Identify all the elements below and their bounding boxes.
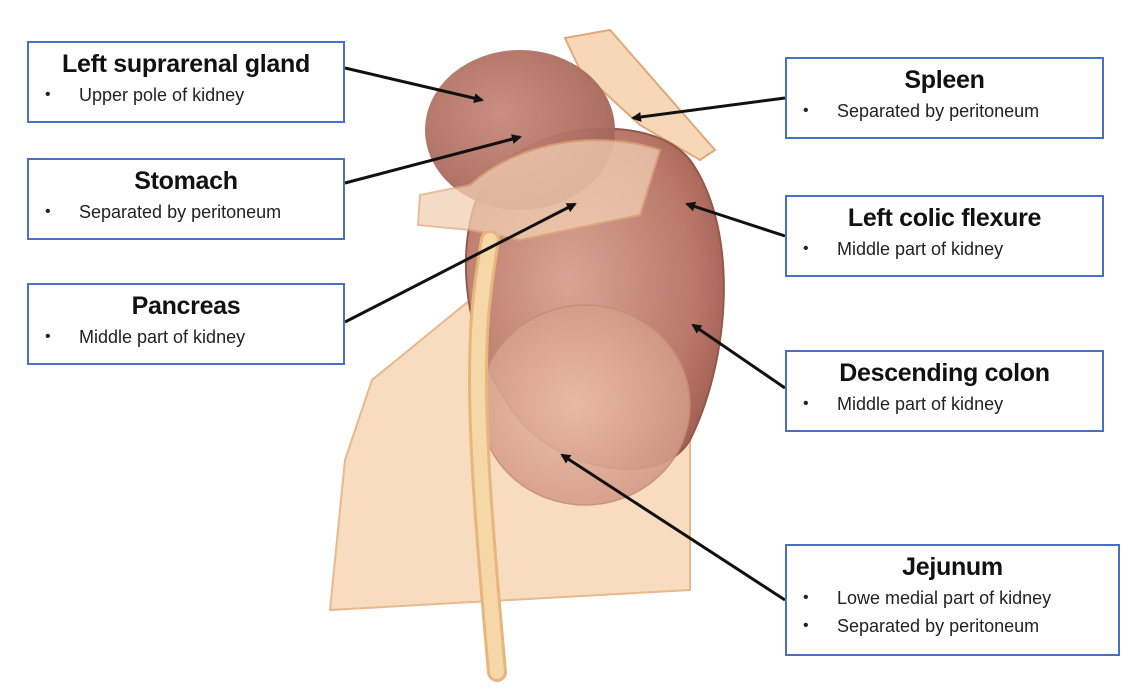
label-left-colic-flexure: Left colic flexure •Middle part of kidne… bbox=[785, 195, 1104, 277]
list-item: •Upper pole of kidney bbox=[45, 85, 245, 105]
bullet-list: •Middle part of kidney bbox=[797, 390, 1092, 418]
bullet-list: •Separated by peritoneum bbox=[797, 97, 1092, 125]
label-title: Jejunum bbox=[902, 553, 1003, 581]
list-item: •Middle part of kidney bbox=[45, 327, 246, 347]
list-item: •Separated by peritoneum bbox=[45, 202, 282, 222]
label-title: Stomach bbox=[134, 167, 238, 195]
label-title: Left suprarenal gland bbox=[62, 50, 310, 78]
arrow-spleen bbox=[631, 96, 786, 122]
label-jejunum: Jejunum •Lowe medial part of kidney •Sep… bbox=[785, 544, 1120, 656]
label-descending-colon: Descending colon •Middle part of kidney bbox=[785, 350, 1104, 432]
arrow-descending-colon bbox=[691, 323, 786, 390]
arrow-stomach bbox=[344, 134, 522, 185]
label-pancreas: Pancreas •Middle part of kidney bbox=[27, 283, 345, 365]
bullet-list: •Middle part of kidney bbox=[797, 235, 1092, 263]
list-item: •Lowe medial part of kidney bbox=[803, 588, 1052, 608]
bullet-list: •Lowe medial part of kidney •Separated b… bbox=[797, 584, 1108, 640]
arrow-suprarenal bbox=[344, 66, 484, 104]
list-item: •Separated by peritoneum bbox=[803, 616, 1040, 636]
label-left-suprarenal-gland: Left suprarenal gland •Upper pole of kid… bbox=[27, 41, 345, 123]
label-title: Pancreas bbox=[131, 292, 241, 320]
arrow-pancreas bbox=[344, 202, 577, 324]
jejunum-loop bbox=[479, 304, 691, 506]
list-item: •Separated by peritoneum bbox=[803, 101, 1040, 121]
bullet-list: •Separated by peritoneum bbox=[39, 198, 333, 226]
label-title: Spleen bbox=[904, 66, 985, 94]
bullet-list: •Upper pole of kidney bbox=[39, 81, 333, 109]
label-stomach: Stomach •Separated by peritoneum bbox=[27, 158, 345, 240]
stomach-overlay bbox=[416, 139, 662, 242]
bullet-list: •Middle part of kidney bbox=[39, 323, 333, 351]
arrow-colic-flexure bbox=[685, 201, 786, 238]
label-spleen: Spleen •Separated by peritoneum bbox=[785, 57, 1104, 139]
label-title: Left colic flexure bbox=[847, 204, 1042, 232]
list-item: •Middle part of kidney bbox=[803, 239, 1004, 259]
list-item: •Middle part of kidney bbox=[803, 394, 1004, 414]
arrow-jejunum bbox=[560, 453, 786, 602]
label-title: Descending colon bbox=[839, 359, 1050, 387]
